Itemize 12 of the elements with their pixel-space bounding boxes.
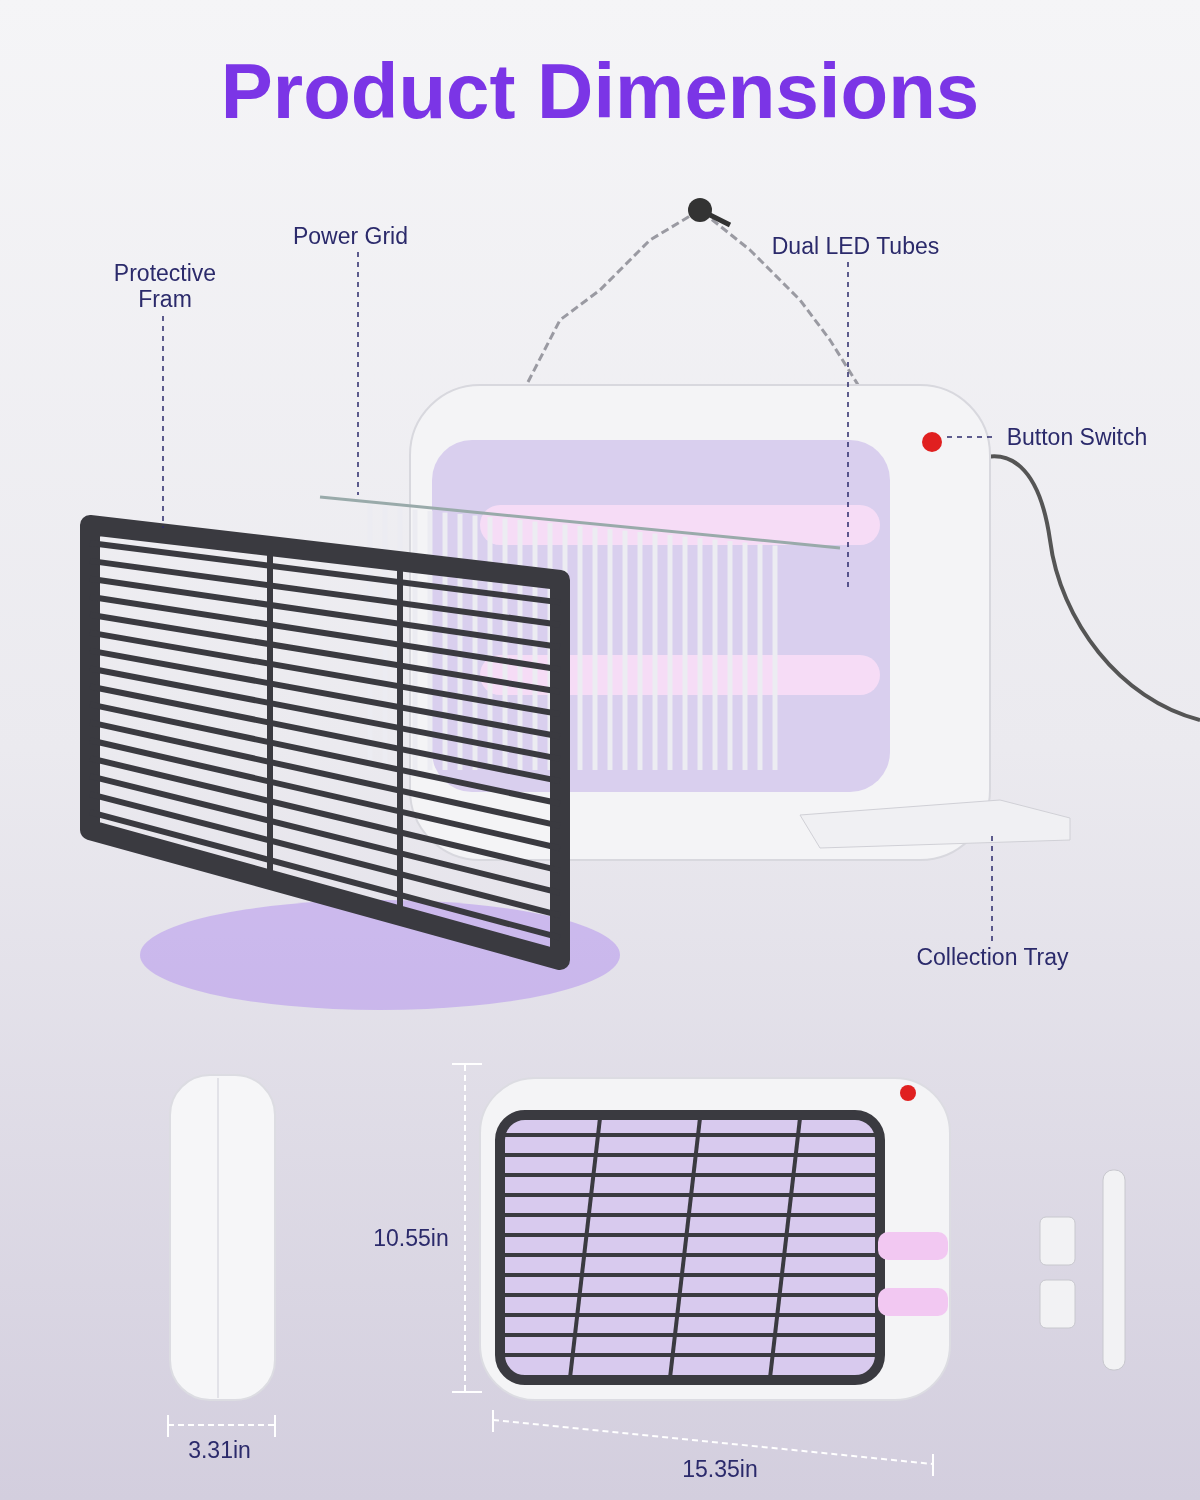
leader-line xyxy=(162,315,164,529)
callout-label: Button Switch xyxy=(1006,424,1148,450)
dimension-label: 10.55in xyxy=(372,1224,450,1252)
leader-line xyxy=(944,436,993,438)
leader-line xyxy=(357,251,359,496)
callout-label: Dual LED Tubes xyxy=(771,233,940,259)
callout-label: Protective Fram xyxy=(112,260,218,312)
callout-label: Collection Tray xyxy=(916,944,1069,970)
dimension-label: 3.31in xyxy=(187,1436,252,1464)
title: Product Dimensions xyxy=(219,52,981,130)
dimension-label: 15.35in xyxy=(681,1455,759,1483)
callout-label: Power Grid xyxy=(292,223,408,249)
